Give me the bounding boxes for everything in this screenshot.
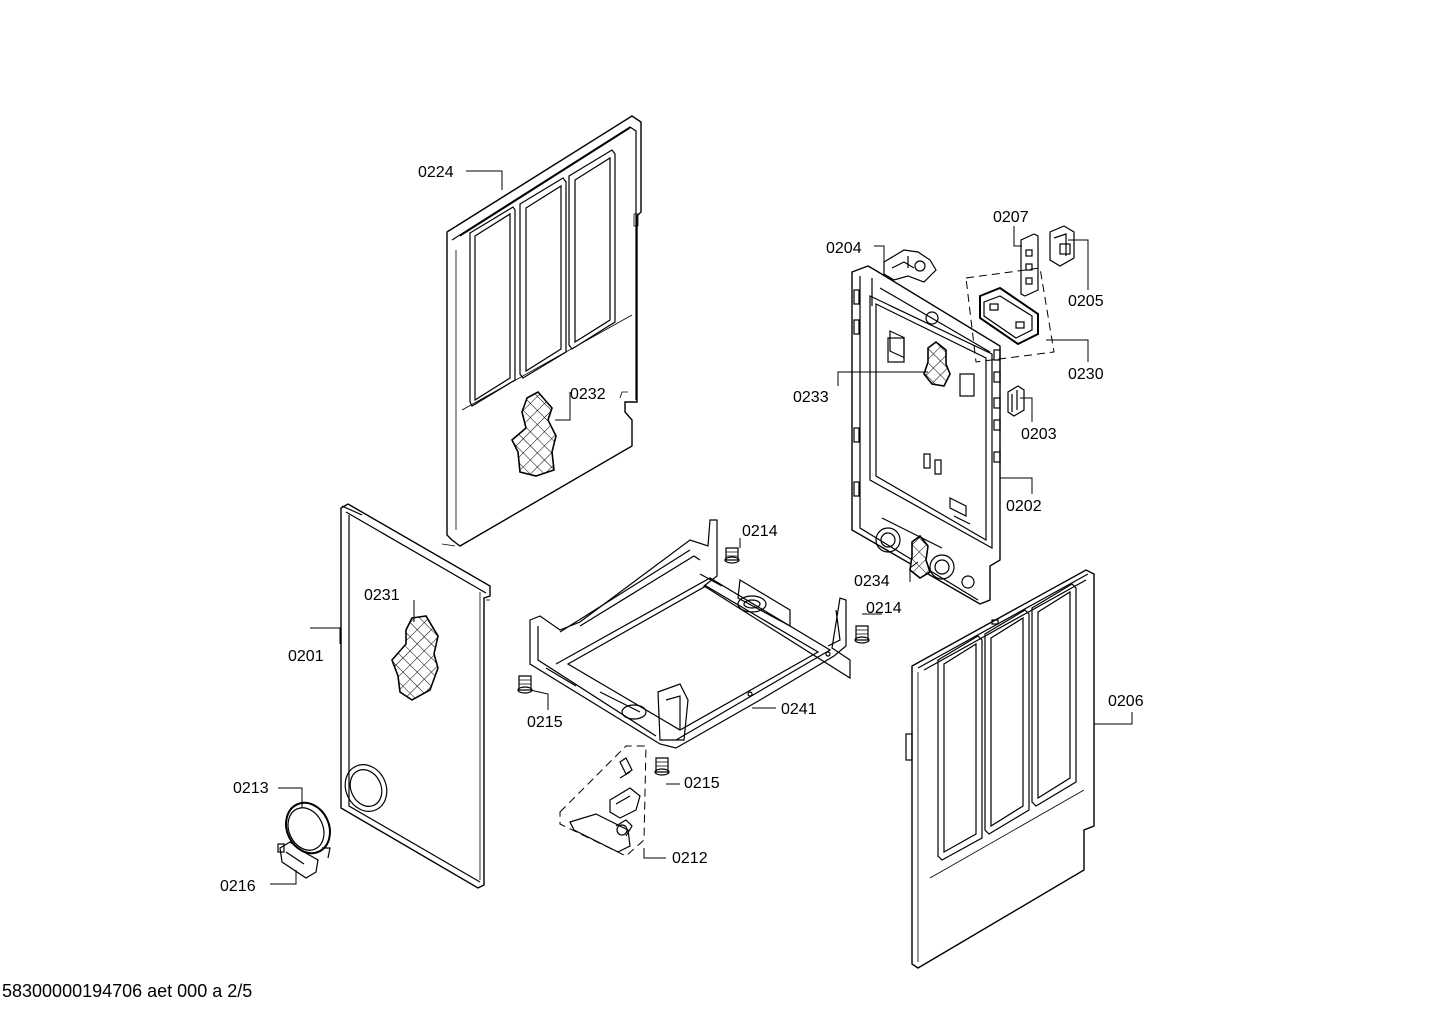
control-frame-0202 <box>851 265 1001 605</box>
strip-0207 <box>1020 233 1039 297</box>
hinge-bracket-0204 <box>883 249 937 283</box>
label-0207: 0207 <box>993 209 1029 226</box>
break-hatch-0234 <box>909 534 931 579</box>
document-code: 58300000194706 aet 000 a 2/5 <box>2 981 253 1001</box>
rear-panel-0224 <box>441 115 642 547</box>
lock-0205 <box>1049 225 1075 267</box>
label-0205: 0205 <box>1068 293 1104 310</box>
label-0201: 0201 <box>288 648 324 665</box>
hinge-0216 <box>277 841 319 879</box>
label-0215-a: 0215 <box>527 714 563 731</box>
label-0230: 0230 <box>1068 366 1104 383</box>
break-hatch-0231 <box>391 615 439 701</box>
label-0215-b: 0215 <box>684 775 720 792</box>
connector-0203 <box>1007 385 1025 417</box>
foot-0214-b <box>854 625 870 644</box>
label-0234: 0234 <box>854 573 890 590</box>
break-hatch-0232 <box>511 390 557 477</box>
label-0202: 0202 <box>1006 498 1042 515</box>
label-0214-a: 0214 <box>742 523 778 540</box>
label-0224: 0224 <box>418 164 454 181</box>
label-0216: 0216 <box>220 878 256 895</box>
leader-lines <box>270 170 1133 885</box>
label-0212: 0212 <box>672 850 708 867</box>
label-0204: 0204 <box>826 240 862 257</box>
part-labels: 0224 0232 0204 0207 0205 0230 0233 0203 … <box>220 164 1144 895</box>
label-0203: 0203 <box>1021 426 1057 443</box>
label-0214-b: 0214 <box>866 600 902 617</box>
label-0241: 0241 <box>781 701 817 718</box>
foot-0215-b <box>654 757 670 776</box>
filter-assembly-0212 <box>559 745 647 857</box>
label-0233: 0233 <box>793 389 829 406</box>
label-0232: 0232 <box>570 386 606 403</box>
foot-0214-a <box>724 547 740 564</box>
label-0206: 0206 <box>1108 693 1144 710</box>
label-0213: 0213 <box>233 780 269 797</box>
access-door-0213 <box>285 801 331 859</box>
break-hatch-0233 <box>923 340 951 387</box>
base-frame-0241 <box>529 519 851 749</box>
side-panel-0206 <box>905 569 1095 969</box>
display-module-0230 <box>965 267 1055 363</box>
label-0231: 0231 <box>364 587 400 604</box>
